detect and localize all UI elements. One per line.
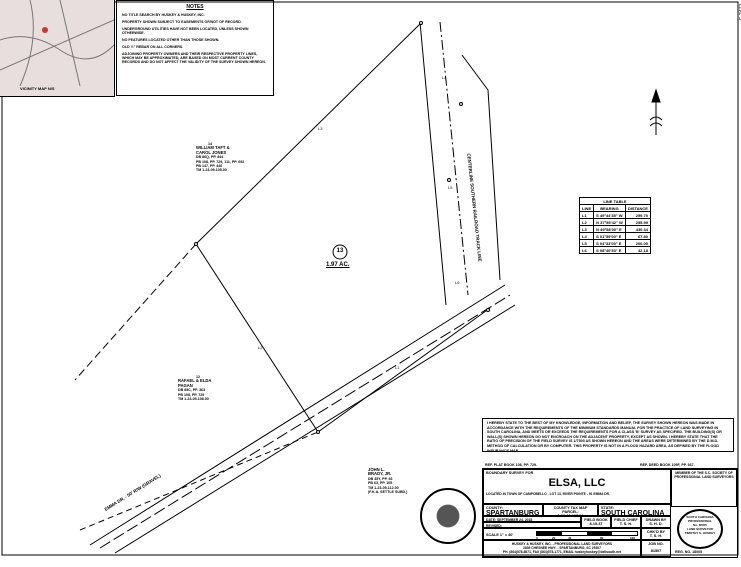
page-border: [1, 1, 739, 556]
adjoining-line: [74, 243, 197, 381]
road-line-2: [99, 294, 511, 549]
line-label-l6: L6: [455, 280, 460, 285]
note: NO FEATURES LOCATED OTHER THAN THOSE SHO…: [122, 38, 220, 42]
registration-number: REG. NO. 18005: [675, 550, 703, 554]
title-block: BOUNDARY SURVEY FOR ELSA, LLC LOCATED IN…: [482, 468, 738, 558]
line-label-l2: L2: [258, 345, 263, 350]
note: UNDERGROUND UTILITIES HAVE NOT BEEN LOCA…: [122, 27, 249, 35]
line-label-l1: L1: [395, 365, 400, 370]
scale-bar: SCALE 1" = 40' 0 20 40 80 160: [483, 528, 641, 540]
surveyor-certification: I HEREBY STATE TO THE BEST OF MY KNOWLED…: [482, 418, 734, 453]
property-line-l1: [317, 307, 491, 433]
vicinity-map-label: VICINITY MAP N/S: [20, 86, 55, 91]
company-logo: [420, 488, 476, 544]
road-line-4: [79, 431, 319, 531]
notes-box: NOTES NO TITLE SEARCH BY HUSKEY & HUSKEY…: [116, 0, 274, 96]
firm-info: HUSKEY & HUSKEY, INC. - PROFESSIONAL LAN…: [483, 540, 641, 557]
line-label-l4: L4: [442, 75, 447, 80]
client-box: BOUNDARY SURVEY FOR ELSA, LLC LOCATED IN…: [483, 469, 671, 504]
society-member: MEMBER OF THE S.C. SOCIETY OF PROFESSION…: [671, 469, 737, 507]
railroad-centerline: [439, 21, 469, 296]
road-line-3: [114, 304, 516, 554]
lot-area: 1.97 AC.: [326, 262, 350, 268]
property-line-l2: [195, 243, 319, 433]
railroad-rw-right: [461, 54, 501, 281]
owner-lot-14: 14 WILLIAM TAFT &CAROL JONES DB 86Q, PP.…: [196, 142, 245, 173]
lot-number-circle: [332, 244, 348, 260]
railroad-rw-left: [419, 21, 447, 306]
client-name: ELSA, LLC: [548, 477, 606, 489]
notes-title: NOTES: [186, 4, 204, 10]
lot-number: 13: [336, 248, 344, 254]
property-line-l3: [195, 22, 422, 245]
note: OLD ½" REBAR ON ALL CORNERS.: [122, 45, 184, 49]
line-label-l3: L3: [318, 126, 323, 131]
ref-plat: REF. PLAT BOOK 108, PP. 729.: [485, 463, 537, 467]
road-line-1: [89, 284, 506, 546]
note: PROPERTY SHOWN SUBJECT TO EASEMENTS OF/N…: [122, 20, 242, 24]
vicinity-map: VICINITY MAP N/S: [0, 0, 115, 97]
note: NO TITLE SEARCH BY HUSKEY & HUSKEY, INC.: [122, 13, 205, 17]
note: ADJOINING PROPERTY OWNERS AND THEIR RESP…: [122, 52, 266, 64]
line-label-l5: L5: [448, 185, 453, 190]
ref-deed: REF. DEED BOOK 109F, PP. 667.: [640, 463, 695, 467]
